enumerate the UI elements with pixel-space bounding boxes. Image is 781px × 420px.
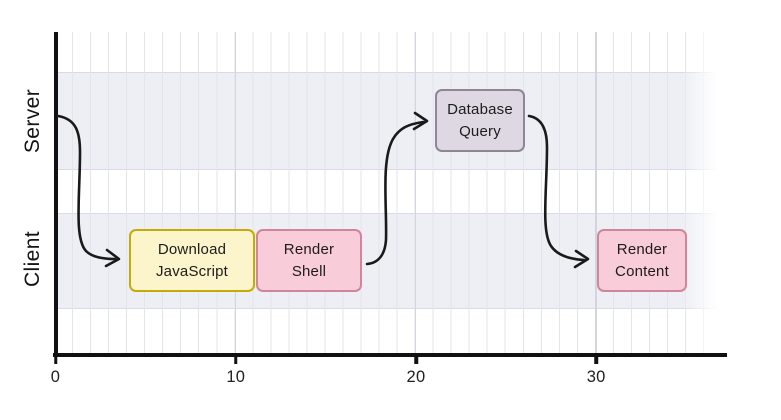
major-gridline-10 bbox=[234, 32, 236, 353]
x-tick-label-10: 10 bbox=[226, 368, 246, 386]
y-axis-line bbox=[54, 32, 58, 356]
x-tick-label-30: 30 bbox=[586, 368, 606, 386]
x-tick-label-20: 20 bbox=[406, 368, 426, 386]
x-tick-10 bbox=[234, 356, 238, 364]
task-render-content: Render Content bbox=[597, 229, 687, 292]
lane-label-client: Client bbox=[21, 230, 44, 288]
plot-area bbox=[55, 32, 721, 353]
lane-label-server: Server bbox=[21, 88, 44, 154]
x-axis-line bbox=[53, 352, 727, 357]
task-download-javascript: Download JavaScript bbox=[129, 229, 255, 292]
major-gridline-20 bbox=[414, 32, 417, 353]
minor-gridlines bbox=[55, 32, 721, 353]
task-render-shell: Render Shell bbox=[256, 229, 362, 292]
x-tick-20 bbox=[414, 356, 418, 364]
task-database-query: Database Query bbox=[435, 89, 525, 152]
x-tick-0 bbox=[53, 356, 58, 364]
x-tick-30 bbox=[594, 356, 598, 364]
x-tick-label-0: 0 bbox=[50, 368, 61, 386]
major-gridline-30 bbox=[595, 32, 597, 353]
